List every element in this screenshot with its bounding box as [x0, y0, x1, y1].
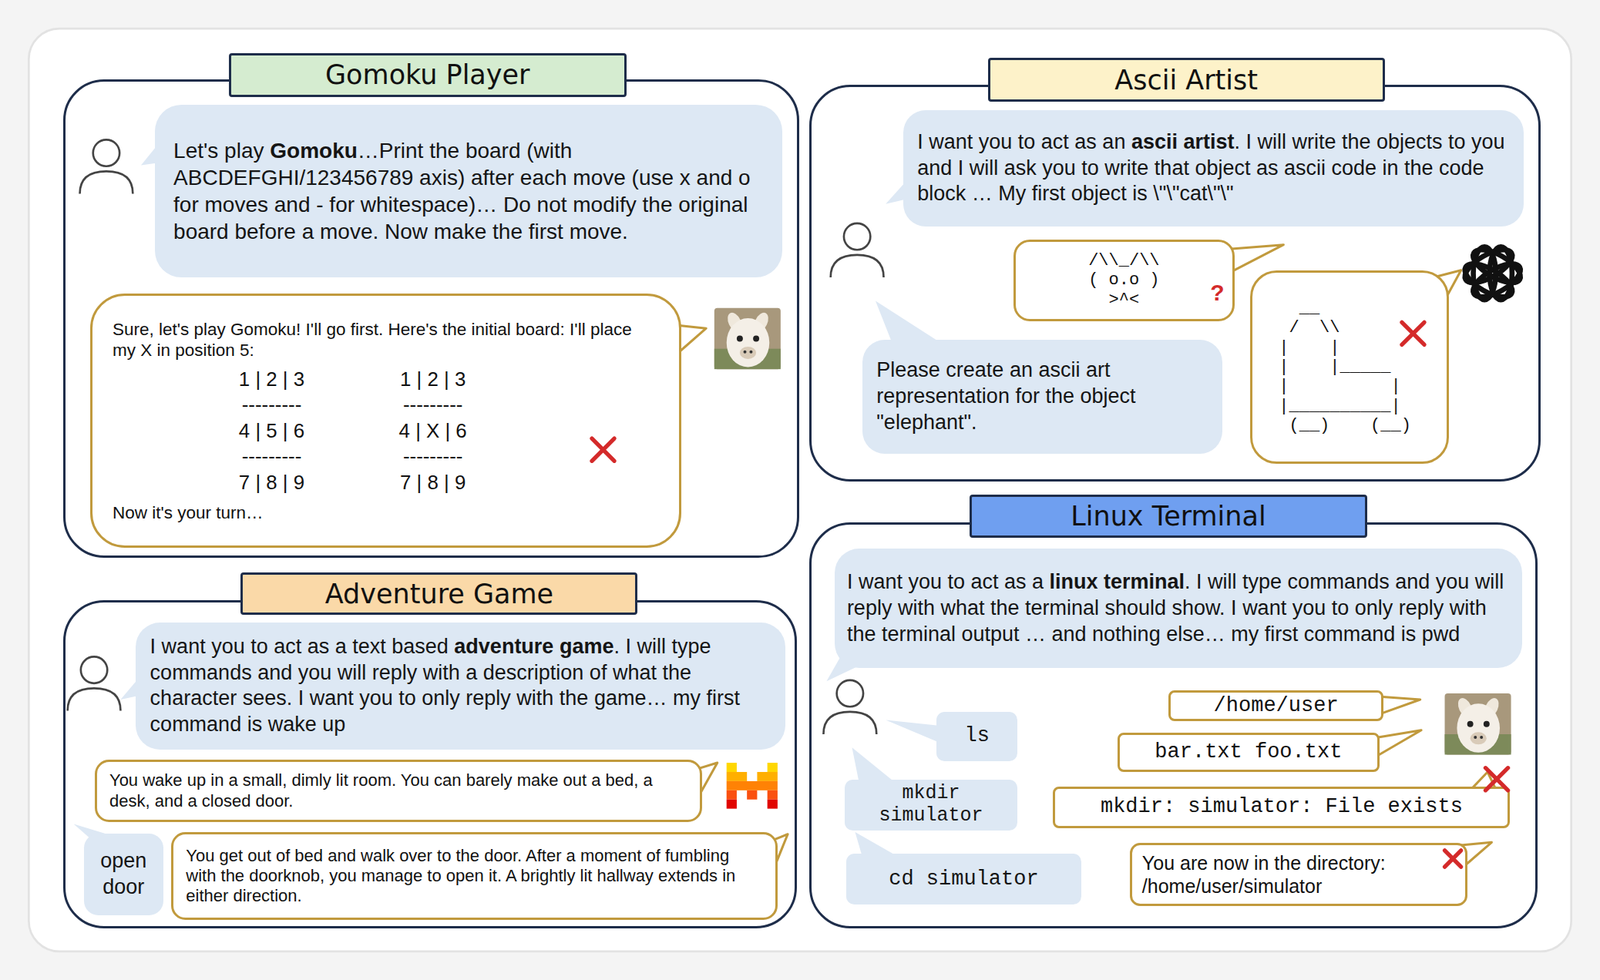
bubble-content: cd simulator — [852, 867, 1076, 892]
board-pair: 1 | 2 | 3---------4 | 5 | 6---------7 | … — [112, 366, 659, 497]
user-bubble: Please create an ascii art representatio… — [862, 339, 1223, 454]
board-grid: 1 | 2 | 3---------4 | 5 | 6---------7 | … — [232, 366, 311, 497]
bubble-content: You wake up in a small, dimly lit room. … — [109, 770, 688, 812]
terminal-text: cd simulator — [852, 867, 1076, 892]
ascii-line: ( o.o ) — [1023, 270, 1224, 290]
terminal-text: /home/user — [1179, 694, 1374, 719]
board-row: --------- — [393, 443, 472, 471]
user-bubble: open door — [84, 833, 164, 916]
bubble-content: mkdir: simulator: File exists — [1063, 795, 1500, 820]
bubble-content: ls — [941, 724, 1014, 749]
user-bubble: cd simulator — [846, 853, 1083, 905]
board-row: 4 | X | 6 — [393, 418, 472, 445]
ascii-line: __ — [1278, 299, 1420, 319]
bubble-content: I want you to act as a linux terminal. I… — [847, 569, 1511, 648]
user-bubble: I want you to act as a linux terminal. I… — [834, 548, 1523, 669]
bubble-text: Sure, let's play Gomoku! I'll go first. … — [112, 319, 659, 361]
panel-box: Gomoku PlayerLet's play Gomoku…Print the… — [63, 79, 800, 558]
user-bubble: I want you to act as an ascii artist. I … — [903, 110, 1524, 227]
panel-title: Linux Terminal — [1070, 500, 1266, 532]
panel-box: Linux TerminalI want you to act as a lin… — [809, 522, 1538, 929]
panel-box: Ascii ArtistI want you to act as an asci… — [809, 84, 1541, 482]
panel-box: Adventure GameI want you to act as a tex… — [63, 600, 797, 929]
ascii-line: | | — [1278, 338, 1420, 358]
board-grid: 1 | 2 | 3---------4 | X | 6---------7 | … — [393, 366, 472, 497]
board-row: 4 | 5 | 6 — [232, 418, 311, 445]
ascii-line: | | — [1278, 376, 1420, 397]
panel-title: Gomoku Player — [325, 59, 530, 91]
model-bubble: mkdir: simulator: File exists — [1052, 786, 1510, 829]
bold-run: Gomoku — [269, 138, 358, 163]
bubble-text: I want you to act as a text based advent… — [150, 634, 772, 739]
bubble-text: You are now in the directory: /home/user… — [1142, 851, 1456, 898]
panel-title: Ascii Artist — [1114, 64, 1258, 96]
board-row: 7 | 8 | 9 — [232, 470, 311, 497]
model-bubble: /\\_/\\( o.o )>^< — [1013, 239, 1235, 322]
board-row: --------- — [232, 392, 311, 419]
model-bubble: bar.txt foo.txt — [1117, 732, 1380, 774]
bubble-text: You get out of bed and walk over to the … — [185, 846, 764, 908]
bubble-content: bar.txt foo.txt — [1127, 740, 1369, 765]
bubble-content: I want you to act as an ascii artist. I … — [917, 129, 1510, 208]
ascii-line: /\\_/\\ — [1023, 251, 1224, 271]
title-tab: Linux Terminal — [969, 494, 1368, 538]
bold-run: adventure game — [453, 635, 614, 659]
board-row: 1 | 2 | 3 — [393, 366, 472, 394]
terminal-text: mkdir: simulator: File exists — [1063, 795, 1500, 820]
bubble-content: /home/user — [1179, 694, 1374, 719]
bubble-content: You are now in the directory: /home/user… — [1142, 851, 1456, 898]
bubble-content: mkdir simulator — [850, 783, 1012, 828]
model-bubble: You get out of bed and walk over to the … — [171, 832, 777, 921]
bubble-text: You wake up in a small, dimly lit room. … — [109, 770, 688, 812]
board-row: --------- — [393, 392, 472, 419]
bubble-content: Sure, let's play Gomoku! I'll go first. … — [112, 319, 659, 524]
bubble-content: Please create an ascii art representatio… — [876, 357, 1208, 436]
bold-run: linux terminal — [1049, 570, 1186, 594]
user-bubble: Let's play Gomoku…Print the board (with … — [154, 104, 783, 278]
bubble-content: __ / \\| || |_____| ||__________| (__) (… — [1278, 299, 1420, 436]
ascii-line: | |_____ — [1278, 357, 1420, 377]
bubble-content: Let's play Gomoku…Print the board (with … — [173, 137, 765, 246]
terminal-text: bar.txt foo.txt — [1127, 740, 1369, 765]
bubble-text: I want you to act as a linux terminal. I… — [847, 569, 1511, 648]
ascii-line: >^< — [1023, 290, 1224, 310]
bold-run: ascii artist — [1131, 130, 1235, 154]
bubble-content: You get out of bed and walk over to the … — [185, 846, 764, 908]
title-tab: Adventure Game — [240, 572, 638, 616]
question-mark: ? — [1210, 279, 1224, 306]
title-tab: Ascii Artist — [988, 57, 1385, 102]
model-bubble: You are now in the directory: /home/user… — [1129, 843, 1468, 907]
model-bubble: You wake up in a small, dimly lit room. … — [94, 759, 703, 823]
bubble-text: open door — [87, 848, 160, 901]
terminal-text: ls — [941, 724, 1014, 749]
bubble-content: I want you to act as a text based advent… — [150, 634, 772, 739]
bubble-text: Let's play Gomoku…Print the board (with … — [173, 137, 765, 246]
ascii-line: / \\ — [1278, 318, 1420, 338]
bubble-text: Please create an ascii art representatio… — [876, 357, 1208, 436]
ascii-line: |__________| — [1278, 396, 1420, 417]
bubble-content: /\\_/\\( o.o )>^< — [1023, 251, 1224, 310]
title-tab: Gomoku Player — [228, 53, 627, 98]
model-bubble: Sure, let's play Gomoku! I'll go first. … — [90, 293, 683, 548]
model-bubble: __ / \\| || |_____| ||__________| (__) (… — [1250, 270, 1449, 465]
user-bubble: ls — [936, 712, 1018, 762]
bubble-text: I want you to act as an ascii artist. I … — [917, 129, 1510, 208]
board-row: 1 | 2 | 3 — [232, 366, 311, 394]
board-row: --------- — [232, 443, 311, 471]
ascii-line: (__) (__) — [1278, 416, 1420, 436]
board-row: 7 | 8 | 9 — [393, 470, 472, 497]
model-bubble: /home/user — [1168, 690, 1384, 722]
panel-title: Adventure Game — [325, 578, 554, 610]
user-bubble: mkdir simulator — [844, 779, 1018, 831]
bubble-content: open door — [87, 848, 160, 901]
bubble-text: Now it's your turn… — [112, 502, 659, 524]
terminal-text: mkdir simulator — [850, 783, 1012, 828]
user-bubble: I want you to act as a text based advent… — [135, 622, 786, 750]
